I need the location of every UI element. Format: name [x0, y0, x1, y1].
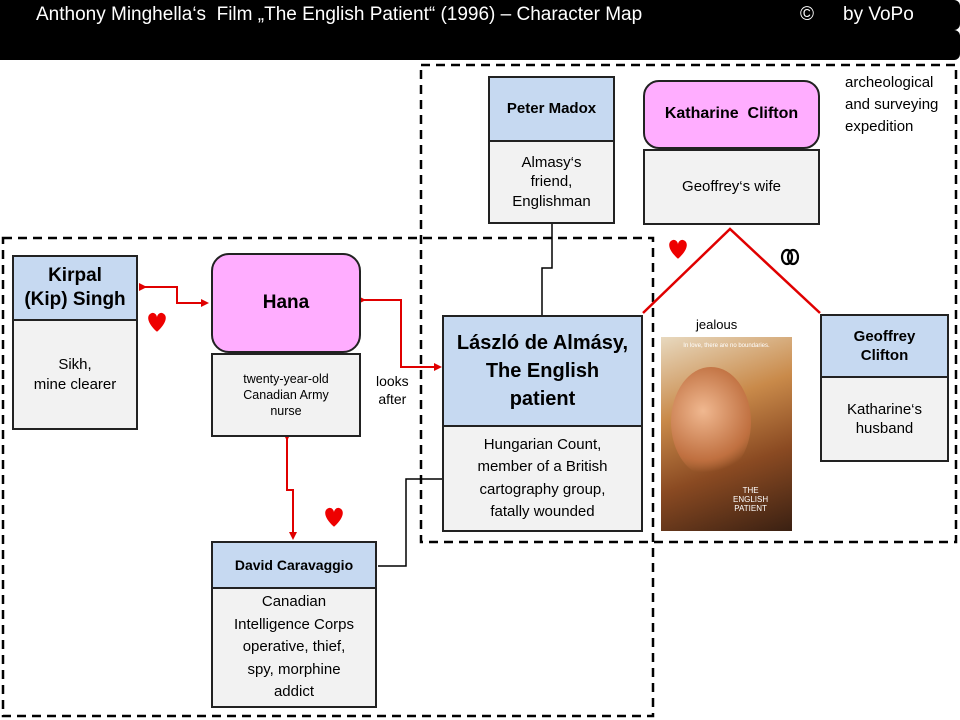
marriage-rings-icon — [780, 248, 800, 266]
title-line-1: Anthony Minghella‘s Film „The English Pa… — [36, 4, 643, 25]
kip-singh-desc-text: Sikh, mine clearer — [33, 356, 117, 393]
geoffrey-clifton-name-text: Geoffrey Clifton — [853, 327, 916, 365]
expedition-label: archeological and surveying expedition — [845, 74, 939, 135]
heart-icon-hana-caravaggio — [325, 507, 343, 527]
hana-desc: twenty-year-old Canadian Army nurse — [211, 353, 361, 437]
almasy-name-text: László de Almásy, The English patient — [456, 332, 629, 410]
hana-almasy-arrow — [358, 296, 442, 371]
caravaggio-name[interactable]: David Caravaggio — [211, 541, 377, 589]
almasy-name[interactable]: László de Almásy, The English patient — [442, 315, 643, 427]
copyright-symbol: © — [800, 4, 814, 25]
poster-faces — [671, 367, 751, 477]
kip-hana-arrow — [139, 283, 209, 307]
caravaggio-desc: Canadian Intelligence Corps operative, t… — [211, 587, 377, 708]
poster-title: THE ENGLISH PATIENT — [733, 486, 769, 513]
peter-almasy-connector — [541, 222, 553, 315]
peter-madox-desc-text: Almasy‘s friend, Englishman — [512, 153, 591, 210]
heart-icon-kip-hana — [148, 312, 166, 332]
jealous-label: jealous — [696, 317, 738, 332]
geoffrey-clifton-desc: Katharine‘s husband — [820, 376, 949, 462]
film-poster-image: In love, there are no boundaries. THE EN… — [661, 337, 792, 531]
hana-caravaggio-arrow — [283, 433, 297, 540]
peter-madox-desc: Almasy‘s friend, Englishman — [488, 140, 615, 224]
geoffrey-clifton-desc-text: Katharine‘s husband — [846, 400, 923, 438]
heart-icon-almasy-katharine — [669, 239, 687, 259]
love-triangle — [642, 227, 821, 314]
peter-madox-name[interactable]: Peter Madox — [488, 76, 615, 142]
kip-singh-name-text: Kirpal (Kip) Singh — [24, 265, 126, 310]
katharine-clifton-desc-text: Geoffrey‘s wife — [682, 178, 781, 196]
hana-desc-text: twenty-year-old Canadian Army nurse — [243, 371, 329, 419]
title-bar: Anthony Minghella‘s Film „The English Pa… — [0, 0, 960, 30]
author-credit: by VoPo — [843, 4, 914, 25]
hana-name-text: Hana — [262, 291, 310, 313]
hana-name[interactable]: Hana — [211, 253, 361, 353]
caravaggio-name-text: David Caravaggio — [234, 556, 354, 573]
katharine-clifton-name[interactable]: Katharine Clifton — [643, 80, 820, 149]
almasy-desc-text: Hungarian Count, member of a British car… — [477, 435, 608, 521]
looks-after-label: looks after — [376, 373, 409, 407]
katharine-clifton-name-text: Katharine Clifton — [664, 105, 799, 123]
villa-group-border — [1, 236, 655, 718]
geoffrey-clifton-name[interactable]: Geoffrey Clifton — [820, 314, 949, 378]
almasy-desc: Hungarian Count, member of a British car… — [442, 425, 643, 532]
caravaggio-almasy-connector — [378, 478, 443, 567]
poster-tagline: In love, there are no boundaries. — [683, 343, 770, 349]
peter-madox-name-text: Peter Madox — [506, 100, 597, 118]
caravaggio-desc-text: Canadian Intelligence Corps operative, t… — [233, 593, 355, 701]
katharine-clifton-desc: Geoffrey‘s wife — [643, 149, 820, 225]
kip-singh-name[interactable]: Kirpal (Kip) Singh — [12, 255, 138, 321]
kip-singh-desc: Sikh, mine clearer — [12, 319, 138, 430]
